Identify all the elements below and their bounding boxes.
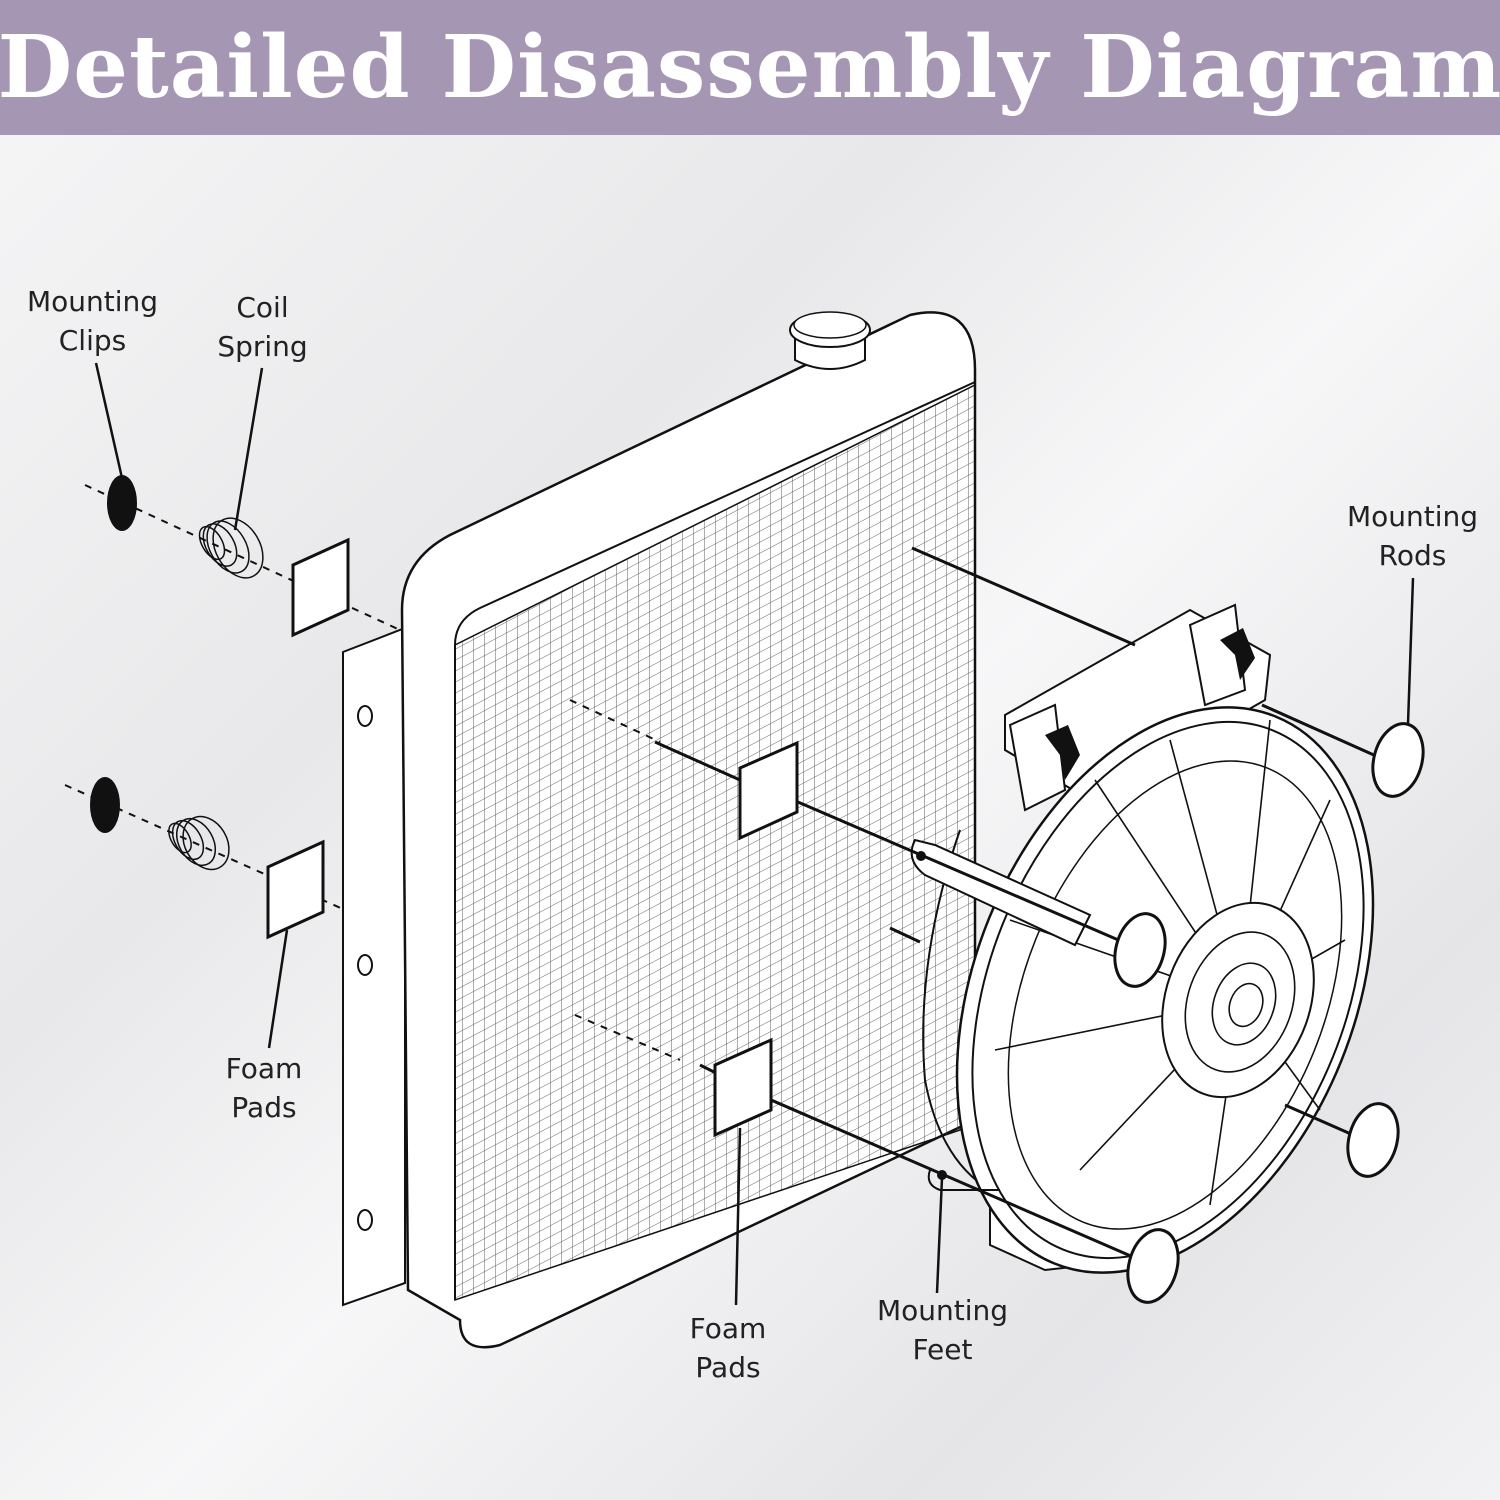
mounting-rod-ends xyxy=(1113,722,1425,1304)
leader-mounting-rods xyxy=(1406,577,1415,725)
foam-pad-lower-left xyxy=(266,839,325,940)
pivot-dots xyxy=(916,851,947,1180)
radiator-cap xyxy=(789,311,871,370)
label-foam-pads-left: Foam Pads xyxy=(225,1052,303,1124)
rod-end-center xyxy=(1113,912,1167,988)
page-title: Detailed Disassembly Diagram xyxy=(0,17,1500,118)
coil-springs xyxy=(168,517,264,871)
bracket-hole-bottom xyxy=(357,1209,373,1231)
leader-coil-spring xyxy=(233,367,264,531)
leader-mounting-clips xyxy=(94,362,124,479)
mounting-clips xyxy=(90,475,137,833)
leader-foam-pads-left xyxy=(267,929,289,1049)
rod-end-top-right xyxy=(1371,722,1425,798)
rod-end-bottom xyxy=(1126,1228,1180,1304)
foam-pads xyxy=(266,537,799,1138)
radiator-side-bracket xyxy=(342,626,406,1307)
bracket-hole-middle xyxy=(357,954,373,976)
foam-pad-upper-left xyxy=(291,537,350,638)
foam-pad-bottom xyxy=(713,1037,773,1138)
mounting-clip-bottom xyxy=(90,777,120,833)
label-mounting-rods: Mounting Rods xyxy=(1346,500,1479,572)
mounting-foot-tab xyxy=(927,1169,1000,1191)
fan-hub xyxy=(1161,901,1315,1099)
leader-lines xyxy=(94,362,1415,1306)
coil-spring-top xyxy=(198,517,264,579)
radiator xyxy=(400,311,977,1349)
label-mounting-feet: Mounting Feet xyxy=(876,1294,1009,1366)
electric-fan-assembly xyxy=(910,603,1375,1274)
leader-foam-pads-bottom xyxy=(734,1127,742,1306)
coil-spring-bottom xyxy=(168,815,230,871)
foam-pad-center xyxy=(738,740,799,841)
label-mounting-clips: Mounting Clips xyxy=(26,285,159,357)
rod-end-lower-right xyxy=(1346,1102,1400,1178)
label-coil-spring: Coil Spring xyxy=(217,291,308,363)
label-foam-pads-bottom: Foam Pads xyxy=(689,1312,767,1384)
title-banner: Detailed Disassembly Diagram xyxy=(0,0,1500,135)
mounting-clip-top xyxy=(107,475,137,531)
leader-mounting-feet xyxy=(935,1177,944,1294)
bracket-hole-top xyxy=(357,705,373,727)
